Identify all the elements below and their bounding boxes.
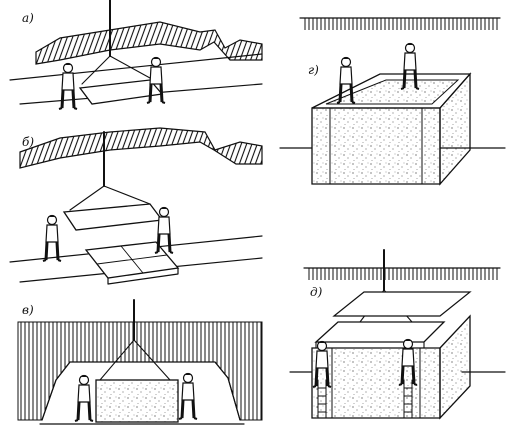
panel-v-label: в) [22,303,34,317]
worker-icon [57,61,79,111]
box-d-back [332,291,472,317]
ground-hatch-g [304,18,500,30]
box-g-front [311,107,441,185]
slab-d-lid [314,321,446,343]
panel-d-label: д) [310,285,323,299]
panel-b-label: б) [22,135,34,149]
ladder-left [317,379,327,419]
worker-icon [41,213,63,263]
box-d-side [439,314,471,420]
soil-slope-a [35,21,263,65]
wall-panel-v [95,379,179,423]
panel-g: г) [279,17,506,186]
panel-a-label: а) [22,11,34,25]
slab-b-lifted [62,203,164,231]
box-g-side [439,72,471,186]
box-d-front [311,347,441,419]
panel-v: в) [17,299,263,425]
panel-b: б) [9,127,263,285]
panel-d: д) [289,249,506,420]
panel-a: а) [9,0,263,111]
panel-g-label: г) [308,63,319,77]
ground-hatch-d [306,268,500,280]
ladder-right [403,379,413,419]
soil-slope-b [19,127,263,169]
